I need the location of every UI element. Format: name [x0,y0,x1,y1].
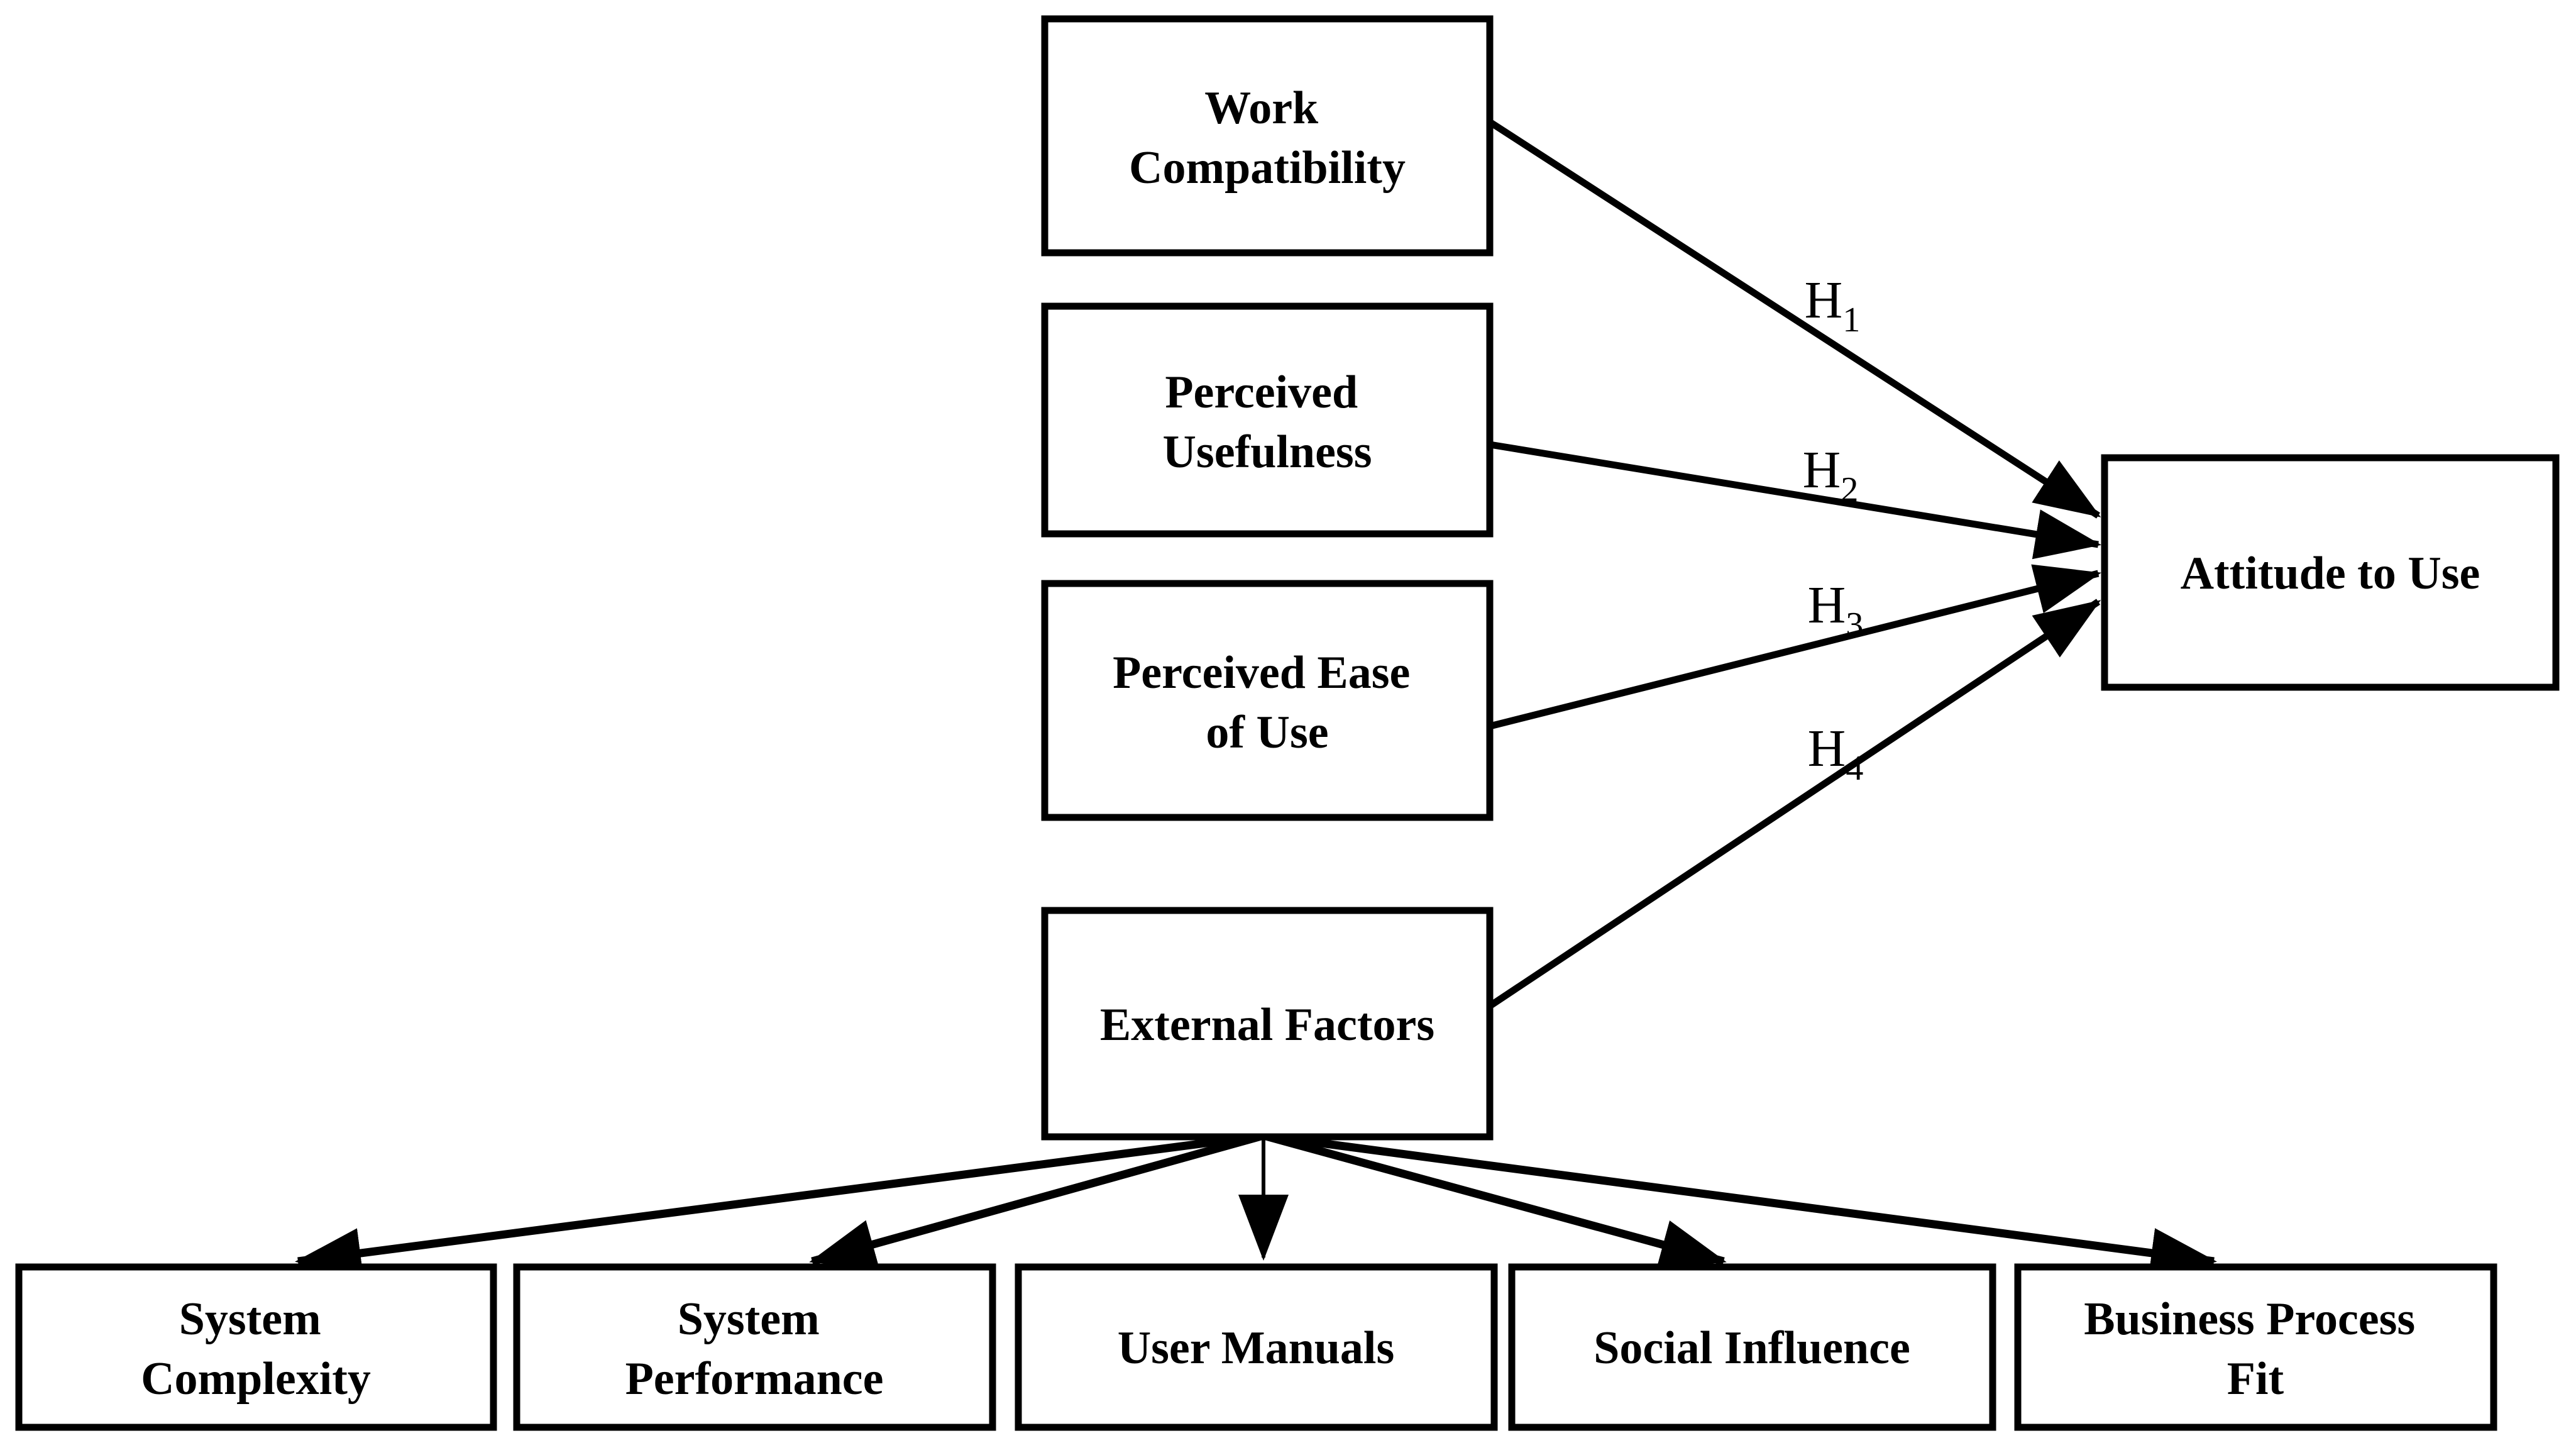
edge-external-factors-to-business-process-fit [1263,1131,2217,1278]
node-attitude-to-use-box [2101,454,2560,691]
node-business-process-fit-box [2014,1263,2497,1431]
node-perceived-ease-of-use-box [1041,580,1494,821]
node-external-factors-label: External Factors [1100,999,1434,1051]
node-work-compatibility-box [1041,15,1494,257]
node-system-performance-box [513,1263,996,1431]
node-attitude-to-use-label: Attitude to Use [2181,548,2480,599]
node-business-process-fit-label: Business Process Fit [2084,1293,2426,1405]
edge-h4-external-factors-to-attitude [1487,599,2101,1009]
node-perceived-usefulness-box [1041,302,1494,538]
h4-label: H4 [1808,719,1864,788]
edge-external-factors-to-system-performance [809,1131,1265,1269]
node-user-manuals-box [1015,1263,1498,1431]
node-system-complexity-label: System Complexity [141,1293,371,1405]
node-perceived-ease-of-use-label: Perceived Ease of Use [1113,647,1422,758]
node-system-performance-label: System Performance [625,1293,884,1405]
edge-h1-work-compatibility-to-attitude [1488,119,2101,519]
node-social-influence-box [1508,1263,1996,1431]
node-work-compatibility-label: Work Compatibility [1129,82,1406,194]
edge-external-factors-to-social-influence [1262,1131,1727,1269]
node-external-factors-box [1041,907,1494,1141]
h1-label: H1 [1805,271,1861,340]
h2-label: H2 [1803,441,1859,509]
node-social-influence-label: Social Influence [1593,1322,1910,1374]
node-system-complexity-box [15,1263,497,1431]
h3-label: H3 [1808,576,1864,644]
edge-external-factors-to-system-complexity [295,1131,1264,1278]
node-perceived-usefulness-label: Perceived Usefulness [1162,367,1372,478]
edge-h2-perceived-usefulness-to-attitude [1489,441,2101,560]
node-user-manuals-label: User Manuals [1118,1322,1395,1374]
edge-h3-perceived-ease-to-attitude [1489,564,2101,730]
